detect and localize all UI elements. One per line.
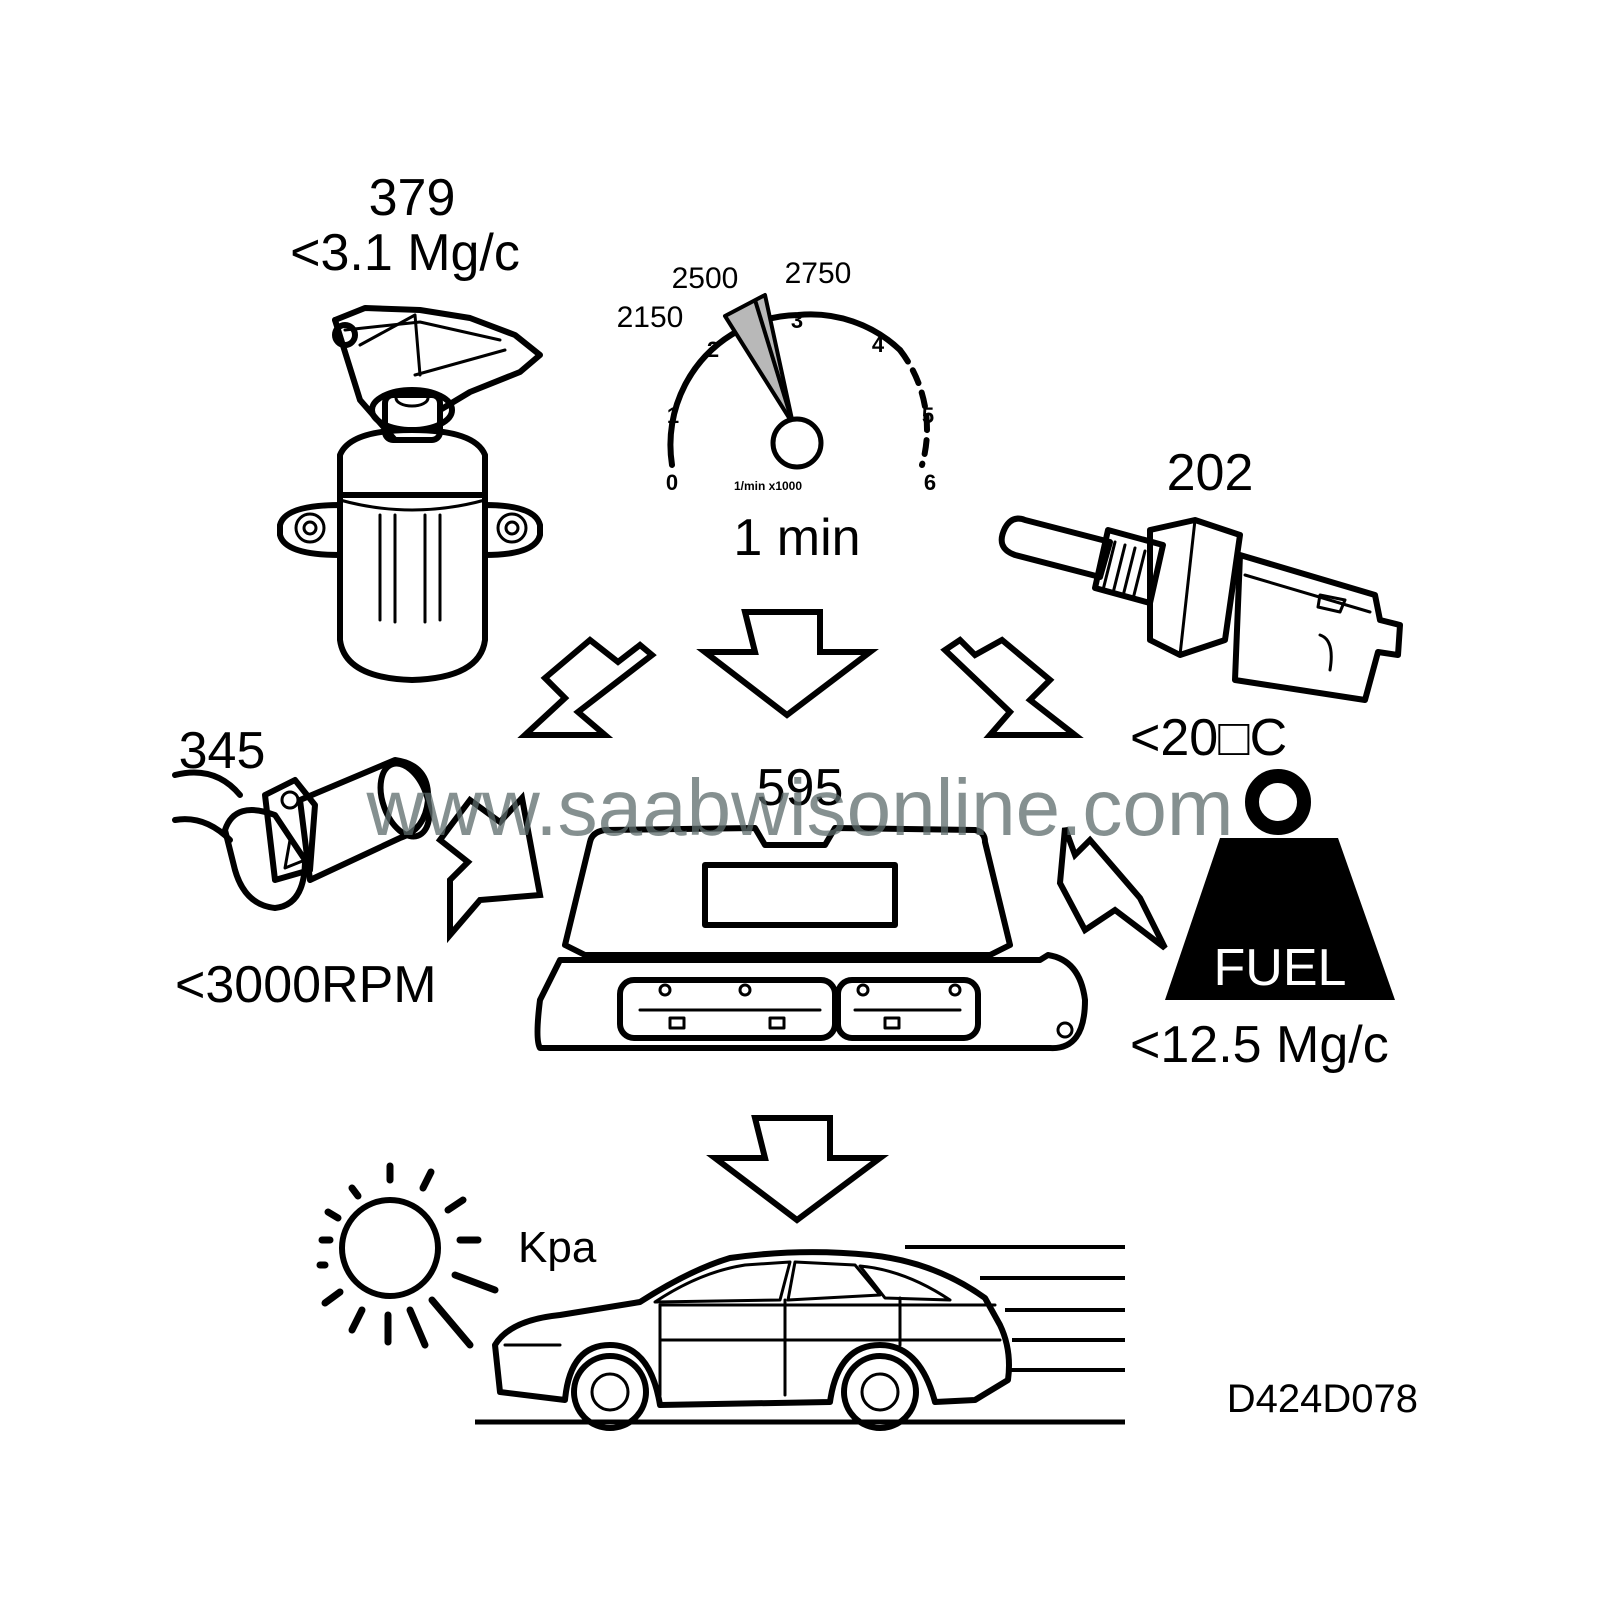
ecu-illustration [534, 825, 1088, 1052]
ambient-pressure-label: Kpa [518, 1223, 597, 1272]
throttle-body-illustration [277, 305, 543, 683]
tick-3: 3 [791, 308, 803, 333]
figure-code: D424D078 [1227, 1377, 1418, 1421]
needle-hub [770, 416, 824, 470]
arrow-from-fuel [1056, 826, 1168, 951]
arrow-from-throttle [517, 636, 657, 738]
duration-label: 1 min [733, 509, 860, 567]
rpm-range-wedge [723, 293, 795, 426]
tick-6: 6 [924, 470, 936, 495]
fuel-label: FUEL [1214, 939, 1347, 997]
tick-1: 1 [667, 403, 679, 428]
tachometer-gauge: 0 1 2 3 4 5 6 1/min x1000 [666, 293, 936, 495]
throttle-value-label: <3.1 Mg/c [290, 224, 520, 282]
sun-icon [316, 1162, 499, 1349]
arrow-from-crank-sensor [435, 791, 544, 944]
rpm-mark-2150: 2150 [617, 301, 684, 334]
car-illustration [475, 1245, 1125, 1431]
tick-5: 5 [922, 403, 934, 428]
arrow-from-tachometer [696, 609, 879, 719]
rpm-needle [753, 299, 795, 425]
rpm-mark-2500: 2500 [672, 262, 739, 295]
throttle-id-label: 379 [369, 169, 456, 227]
arrow-from-coolant-sensor [940, 636, 1084, 738]
crank-sensor-id-label: 345 [179, 722, 266, 780]
crank-position-sensor-illustration [172, 757, 433, 911]
fuel-value-label: <12.5 Mg/c [1130, 1016, 1389, 1074]
coolant-sensor-id-label: 202 [1167, 444, 1254, 502]
coolant-temp-sensor-illustration [998, 515, 1403, 703]
arrow-to-vehicle [706, 1115, 890, 1224]
tick-0: 0 [666, 470, 678, 495]
tachometer-unit: 1/min x1000 [734, 479, 802, 493]
input-arrows [435, 609, 1168, 1224]
ecu-id-label: 595 [757, 759, 844, 817]
fuel-weight-icon [1165, 769, 1395, 1000]
coolant-sensor-value-label: <20□C [1130, 709, 1287, 767]
tick-4: 4 [872, 332, 885, 357]
watermark: www.saabwisonline.com [365, 763, 1233, 852]
crank-sensor-value-label: <3000RPM [175, 956, 437, 1014]
tick-2: 2 [707, 337, 719, 362]
rpm-mark-2750: 2750 [785, 257, 852, 290]
